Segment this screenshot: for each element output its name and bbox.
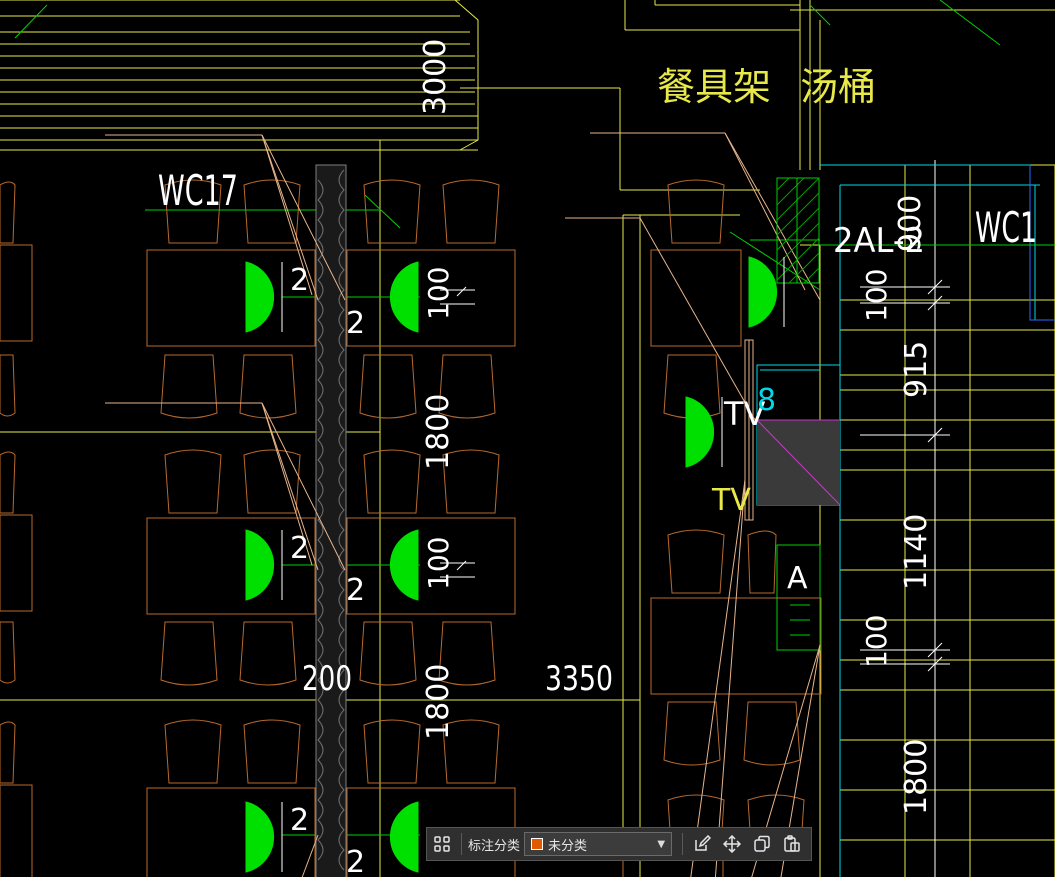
mark-a-label: A — [787, 561, 808, 596]
outlet-symbol — [685, 396, 715, 468]
outlet-symbol — [245, 529, 275, 601]
dim-1140-label: 1140 — [899, 514, 934, 590]
tableware-rack-label: 餐具架 — [657, 65, 771, 109]
dimension-lines — [440, 160, 950, 883]
toolbar-divider — [461, 833, 462, 855]
tv-label: TV — [711, 483, 751, 518]
hatched-column — [315, 164, 347, 883]
hatched-box — [776, 177, 820, 284]
copy-icon[interactable] — [747, 829, 777, 859]
panel-2al2-label: 2AL-2 — [833, 221, 925, 261]
circuit-number-label: 2 — [290, 263, 309, 298]
outlet-symbol — [389, 801, 419, 873]
dim-1800-label: 1800 — [421, 664, 456, 740]
dim-3350-label: 3350 — [545, 659, 613, 699]
outlet-symbol — [245, 801, 275, 873]
dim-900-label: 900 — [893, 195, 928, 252]
grid-icon[interactable] — [427, 829, 457, 859]
toolbar-divider — [682, 833, 684, 855]
dim-100-label: 100 — [860, 269, 893, 322]
circuit-number-label: 2 — [346, 845, 365, 880]
circuit-number-label: 2 — [290, 531, 309, 566]
circuit-number-label: 2 — [290, 803, 309, 838]
category-color-swatch — [531, 838, 544, 850]
move-icon[interactable] — [717, 829, 747, 859]
dim-3000-label: 3000 — [418, 39, 453, 115]
outlets — [245, 256, 778, 873]
outlet-symbol — [389, 529, 419, 601]
paste-icon[interactable] — [777, 829, 807, 859]
outlet-symbol — [389, 261, 419, 333]
annotation-toolbar: 标注分类 未分类 ▼ — [426, 827, 812, 861]
category-label: 标注分类 — [468, 838, 521, 854]
blue-line — [1029, 165, 1055, 321]
dim-1800-label: 1800 — [421, 394, 456, 470]
mark-8-label: 8 — [757, 383, 776, 418]
edit-icon[interactable] — [687, 829, 717, 859]
outlet-symbol — [748, 256, 778, 328]
circuit-number-label: 2 — [346, 573, 365, 608]
category-select-value: 未分类 — [548, 838, 588, 854]
outlet-stems — [281, 257, 785, 872]
dim-100-label: 100 — [422, 537, 455, 590]
dim-100-label: 100 — [860, 615, 893, 668]
wc17-label: WC17 — [158, 166, 238, 215]
soup-bucket-label: 汤桶 — [800, 65, 876, 109]
chevron-down-icon: ▼ — [657, 838, 666, 850]
wc1-label: WC1 — [975, 203, 1037, 252]
status-strip — [0, 877, 1055, 883]
tv-box — [744, 339, 841, 521]
category-select[interactable]: 未分类 ▼ — [524, 832, 673, 856]
circuit-number-label: 2 — [346, 306, 365, 341]
dim-915-label: 915 — [899, 341, 934, 398]
dim-1800-label: 1800 — [899, 739, 934, 815]
tv-label: TV — [723, 395, 766, 433]
outlet-symbol — [245, 261, 275, 333]
dim-200-label: 200 — [302, 659, 352, 699]
dim-100-label: 100 — [422, 267, 455, 320]
